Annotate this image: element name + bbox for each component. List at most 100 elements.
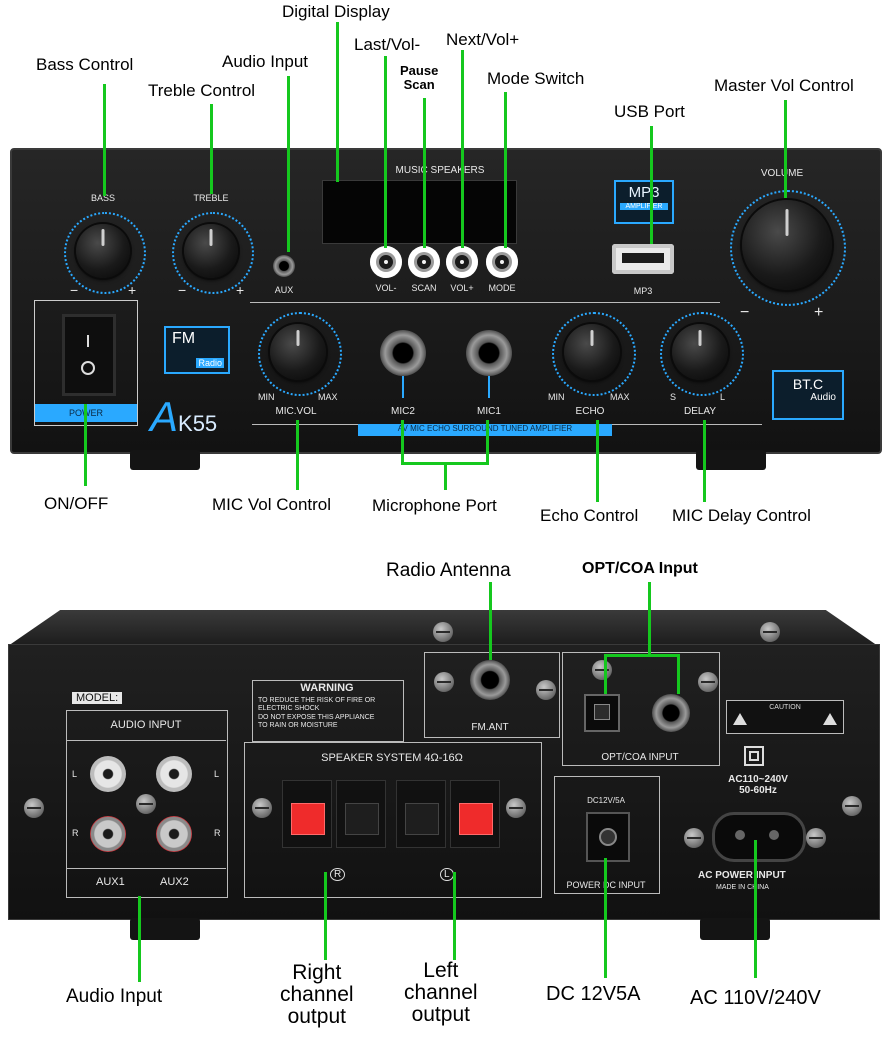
aux1-left-rca[interactable] xyxy=(90,756,126,792)
ac-power-label: AC POWER INPUT xyxy=(698,870,786,881)
caution-label: CAUTION xyxy=(769,704,801,711)
mic2-jack[interactable] xyxy=(380,330,426,376)
aux1-right-rca[interactable] xyxy=(90,816,126,852)
rear-top-screw-2 xyxy=(760,622,780,642)
leader-right-channel xyxy=(324,872,327,960)
scan-button[interactable] xyxy=(408,246,440,278)
mic-vol-min: MIN xyxy=(258,392,275,402)
callout-usb-port: USB Port xyxy=(614,102,685,121)
leader-delay xyxy=(703,420,706,502)
leader-echo xyxy=(596,420,599,502)
mic-vol-knob[interactable] xyxy=(270,324,326,380)
warning-text: TO REDUCE THE RISK OF FIRE OR ELECTRIC S… xyxy=(258,697,376,730)
mp3-badge-label: MP3 xyxy=(628,184,660,201)
ac-power-socket[interactable] xyxy=(712,812,806,862)
speaker-left-screw xyxy=(252,798,272,818)
leader-display xyxy=(336,22,339,182)
opt-screw-left xyxy=(592,660,612,680)
bass-knob[interactable] xyxy=(76,224,130,278)
callout-mic-vol: MIC Vol Control xyxy=(212,495,332,514)
warning-box xyxy=(252,680,404,742)
leader-pause xyxy=(423,98,426,248)
delay-label: DELAY xyxy=(683,406,717,417)
aux2-left-rca[interactable] xyxy=(156,756,192,792)
echo-dial-ring xyxy=(552,312,636,396)
brand-letter-a: A xyxy=(150,393,179,440)
aux1-label: AUX1 xyxy=(96,876,125,888)
right-positive-terminal[interactable] xyxy=(282,780,332,848)
callout-bass-control: Bass Control xyxy=(36,55,134,74)
leader-aux xyxy=(287,76,290,252)
rear-foot-right xyxy=(700,918,770,940)
front-divider xyxy=(250,302,720,303)
leader-rear-audio xyxy=(138,896,141,982)
ac-screw-right xyxy=(806,828,826,848)
delay-s: S xyxy=(670,392,677,402)
ac-rating-label: AC110~240V 50-60Hz xyxy=(728,774,788,796)
right-negative-terminal[interactable] xyxy=(336,780,386,848)
aux1-r-mark: R xyxy=(72,828,79,838)
left-positive-terminal[interactable] xyxy=(450,780,500,848)
brand-logo: AK55 xyxy=(150,393,217,441)
speaker-right-screw xyxy=(506,798,526,818)
leader-mic1 xyxy=(486,420,489,464)
callout-rear-audio-input: Audio Input xyxy=(66,986,163,1007)
vol-plus-button[interactable] xyxy=(446,246,478,278)
rear-foot-left xyxy=(130,918,200,940)
callout-right-channel: Right channel output xyxy=(280,961,354,1029)
fm-antenna-connector[interactable] xyxy=(470,660,510,700)
coaxial-input[interactable] xyxy=(652,694,690,732)
leader-master xyxy=(784,100,787,198)
volume-dial-ring xyxy=(730,190,846,306)
vol-plus-label: VOL+ xyxy=(450,283,474,293)
master-volume-knob[interactable] xyxy=(742,200,832,290)
callout-echo-control: Echo Control xyxy=(540,506,639,525)
opt-coa-box xyxy=(562,652,720,766)
audio-input-box xyxy=(66,710,228,898)
treble-minus: − xyxy=(178,282,187,298)
mic2-label: MIC2 xyxy=(391,406,415,417)
volume-minus: − xyxy=(740,304,750,321)
treble-plus: + xyxy=(236,282,245,298)
echo-knob[interactable] xyxy=(564,324,620,380)
leader-mic2 xyxy=(401,420,404,464)
power-rocker-switch[interactable] xyxy=(62,314,116,396)
leader-next xyxy=(461,50,464,248)
treble-knob[interactable] xyxy=(184,224,238,278)
speaker-system-box xyxy=(244,742,542,898)
aux2-right-rca[interactable] xyxy=(156,816,192,852)
aux-jack[interactable] xyxy=(273,255,295,277)
mic-vol-max: MAX xyxy=(318,392,338,402)
callout-radio-antenna: Radio Antenna xyxy=(386,560,511,581)
feature-strip xyxy=(358,424,612,436)
leader-bass xyxy=(103,84,106,196)
rear-top-screw-1 xyxy=(433,622,453,642)
feature-strip-label: AV MIC ECHO SURROUND TUNED AMPLIFIER xyxy=(397,424,573,433)
volume-label: VOLUME xyxy=(760,168,804,179)
usb-port[interactable] xyxy=(612,244,674,274)
delay-knob[interactable] xyxy=(672,324,728,380)
made-in-label: MADE IN CHINA xyxy=(716,884,769,891)
scan-label: SCAN xyxy=(411,283,437,293)
model-label: MODEL: xyxy=(72,692,123,704)
rear-right-screw xyxy=(842,796,862,816)
delay-l: L xyxy=(720,392,726,402)
antenna-screw-right xyxy=(536,680,556,700)
vol-minus-button[interactable] xyxy=(370,246,402,278)
aux2-l-mark: L xyxy=(214,769,220,779)
volume-plus: + xyxy=(814,304,824,321)
leader-opt-join xyxy=(604,654,680,657)
speaker-system-label: SPEAKER SYSTEM 4Ω-16Ω xyxy=(321,752,463,764)
leader-onoff xyxy=(84,404,87,486)
music-speakers-label: MUSIC SPEAKERS xyxy=(395,165,485,176)
callout-dc: DC 12V5A xyxy=(546,983,641,1005)
dc-barrel-jack[interactable] xyxy=(586,812,630,862)
mic1-jack[interactable] xyxy=(466,330,512,376)
amplifier-label: AMPLIFIER xyxy=(620,203,668,210)
mode-button[interactable] xyxy=(486,246,518,278)
right-channel-mark: R xyxy=(330,868,346,881)
optical-input[interactable] xyxy=(584,694,620,732)
left-negative-terminal[interactable] xyxy=(396,780,446,848)
leader-treble xyxy=(210,104,213,194)
audio-input-divider-bottom xyxy=(66,868,226,869)
